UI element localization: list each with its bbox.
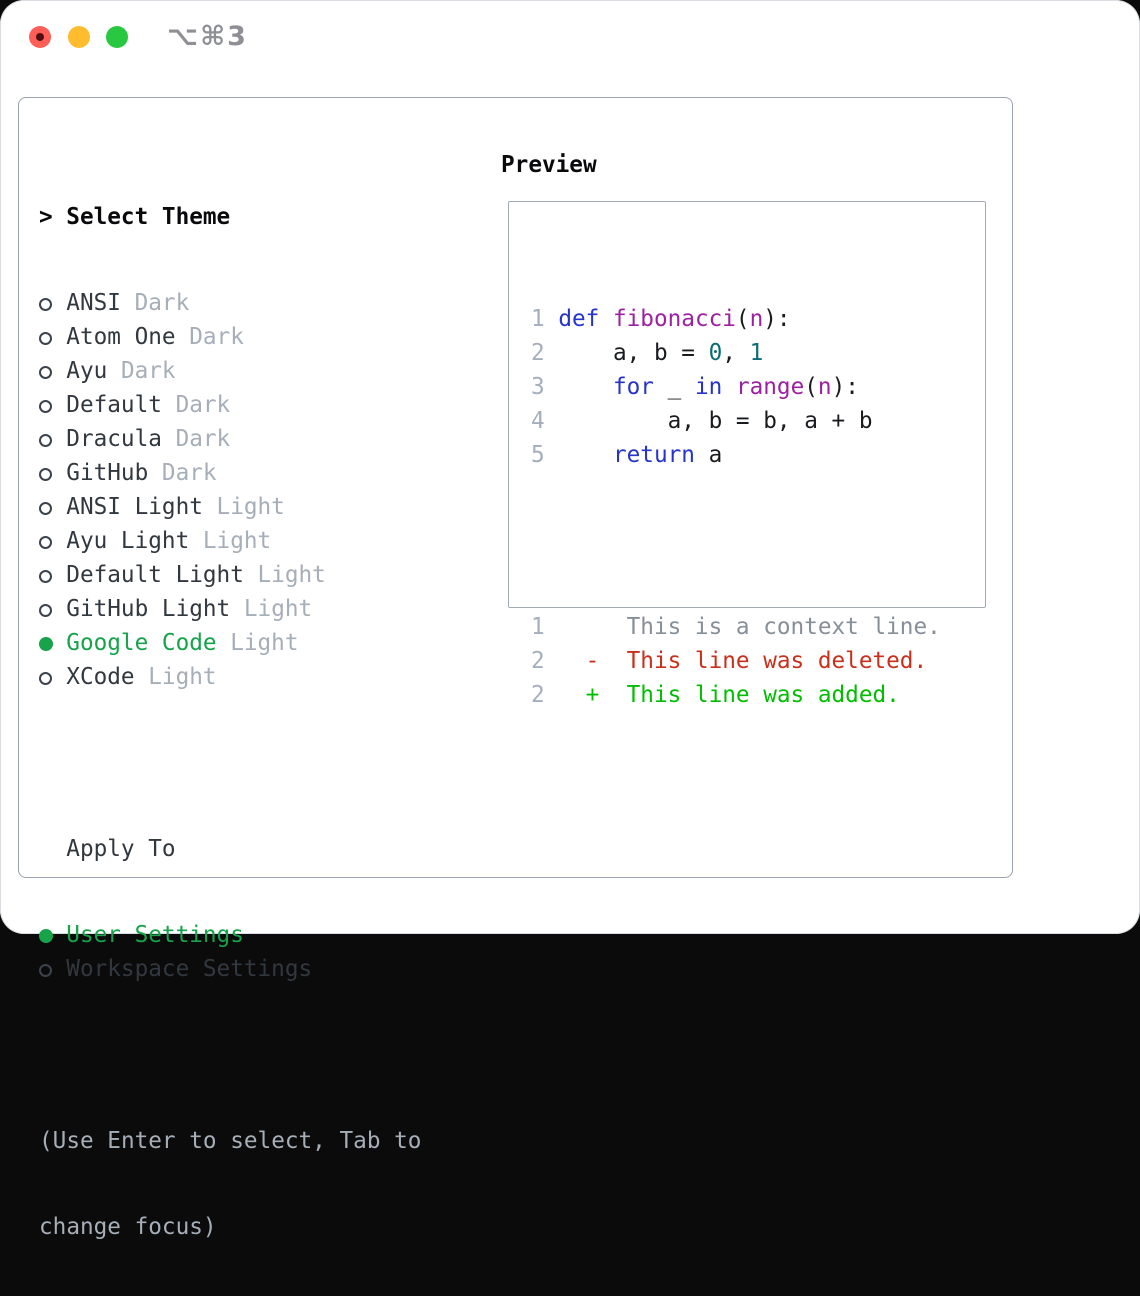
radio-unselected-icon xyxy=(39,434,52,447)
line-number: 5 xyxy=(531,442,559,468)
theme-variant-label: Dark xyxy=(175,324,244,350)
focus-prompt-icon: > xyxy=(39,204,53,230)
preview-box: 1 def fibonacci(n): 2 a, b = 0, 1 3 for _ … xyxy=(508,201,986,708)
option-label: GitHub Light xyxy=(66,596,231,622)
radio-unselected-icon xyxy=(39,672,52,685)
theme-variant-label: Light xyxy=(243,562,326,588)
close-button[interactable] xyxy=(29,26,51,48)
option-label: Dracula xyxy=(66,426,162,452)
radio-unselected-icon xyxy=(39,400,52,413)
spacer xyxy=(39,1038,479,1072)
code-line: 2 a, b = 0, 1 xyxy=(531,340,764,366)
theme-variant-label: Dark xyxy=(148,460,217,486)
theme-variant-label: Dark xyxy=(120,290,190,316)
option-label: Google Code xyxy=(66,630,217,656)
apply-to-title: Apply To xyxy=(66,836,176,862)
radio-unselected-icon xyxy=(39,964,52,977)
radio-selected-icon xyxy=(39,929,53,943)
theme-variant-label: Dark xyxy=(161,426,231,452)
diff-line-add: 2 + This line was added. xyxy=(531,682,900,708)
minimize-button[interactable] xyxy=(68,26,90,48)
theme-variant-label: Dark xyxy=(161,392,231,418)
line-number: 1 xyxy=(531,306,559,332)
radio-unselected-icon xyxy=(39,366,52,379)
option-label: User Settings xyxy=(66,922,244,948)
spacer xyxy=(39,746,479,780)
window-title: ⌥⌘3 xyxy=(167,21,248,52)
radio-unselected-icon xyxy=(39,468,52,481)
diff-line-ctx: 1 This is a context line. xyxy=(531,614,941,640)
theme-option[interactable]: Default Light Light xyxy=(39,558,479,592)
zoom-button[interactable] xyxy=(106,26,128,48)
radio-unselected-icon xyxy=(39,332,52,345)
hint-line-1: (Use Enter to select, Tab to xyxy=(39,1128,422,1154)
line-number: 2 xyxy=(531,648,559,674)
theme-variant-label: Dark xyxy=(107,358,176,384)
theme-option[interactable]: Dracula Dark xyxy=(39,422,479,456)
select-theme-header: > Select Theme xyxy=(39,200,479,234)
diff-line-del: 2 - This line was deleted. xyxy=(531,648,928,674)
code-line: 4 a, b = b, a + b xyxy=(531,408,873,434)
theme-option[interactable]: GitHub Dark xyxy=(39,456,479,490)
line-number: 2 xyxy=(531,340,559,366)
apply-to-header: Apply To xyxy=(39,832,479,866)
code-line: 1 def fibonacci(n): xyxy=(531,306,791,332)
option-label: Ayu Light xyxy=(66,528,190,554)
code-line: 3 for _ in range(n): xyxy=(531,374,859,400)
theme-variant-label: Light xyxy=(216,630,299,656)
radio-unselected-icon xyxy=(39,536,52,549)
radio-unselected-icon xyxy=(39,570,52,583)
radio-unselected-icon xyxy=(39,298,52,311)
hint-line-2: change focus) xyxy=(39,1214,217,1240)
radio-selected-icon xyxy=(39,637,53,651)
line-number: 4 xyxy=(531,408,559,434)
line-number: 3 xyxy=(531,374,559,400)
spacer xyxy=(531,524,941,558)
line-number: 1 xyxy=(531,614,559,640)
radio-unselected-icon xyxy=(39,604,52,617)
option-label: Ayu xyxy=(66,358,108,384)
theme-option[interactable]: ANSI Light Light xyxy=(39,490,479,524)
diff-sample: 1 This is a context line. 2 - This line w… xyxy=(531,610,941,712)
option-label: XCode xyxy=(66,664,135,690)
radio-unselected-icon xyxy=(39,502,52,515)
option-label: ANSI Light xyxy=(66,494,203,520)
option-label: Atom One xyxy=(66,324,176,350)
theme-variant-label: Light xyxy=(134,664,217,690)
option-label: Workspace Settings xyxy=(66,956,313,982)
theme-option[interactable]: Atom One Dark xyxy=(39,320,479,354)
option-label: GitHub xyxy=(66,460,149,486)
theme-option[interactable]: Ayu Light Light xyxy=(39,524,479,558)
theme-variant-label: Light xyxy=(230,596,313,622)
theme-variant-label: Light xyxy=(189,528,272,554)
preview-title: Preview xyxy=(501,152,597,178)
theme-option[interactable]: XCode Light xyxy=(39,660,479,694)
code-preview: 1 def fibonacci(n): 2 a, b = 0, 1 3 for _ … xyxy=(531,250,941,764)
line-number: 2 xyxy=(531,682,559,708)
theme-option[interactable]: ANSI Dark xyxy=(39,286,479,320)
theme-option[interactable]: Default Dark xyxy=(39,388,479,422)
option-label: ANSI xyxy=(66,290,121,316)
theme-option[interactable]: Ayu Dark xyxy=(39,354,479,388)
option-label: Default xyxy=(66,392,162,418)
apply-to-option[interactable]: User Settings xyxy=(39,918,479,952)
theme-option[interactable]: Google Code Light xyxy=(39,626,479,660)
code-sample: 1 def fibonacci(n): 2 a, b = 0, 1 3 for _ … xyxy=(531,302,941,472)
theme-option[interactable]: GitHub Light Light xyxy=(39,592,479,626)
option-label: Default Light xyxy=(66,562,244,588)
select-theme-title: Select Theme xyxy=(66,204,231,230)
code-line: 5 return a xyxy=(531,442,723,468)
theme-variant-label: Light xyxy=(202,494,285,520)
apply-to-option[interactable]: Workspace Settings xyxy=(39,952,479,986)
